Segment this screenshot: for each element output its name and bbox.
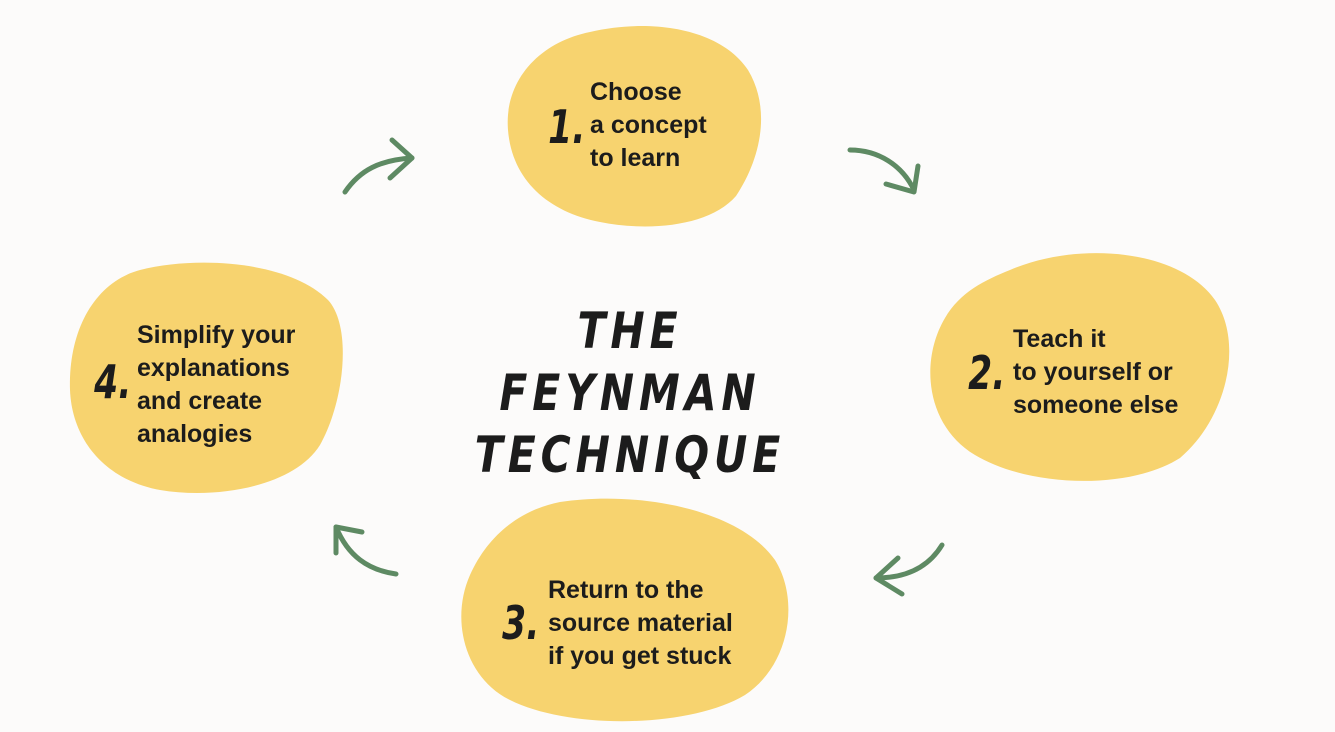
diagram-title: THE FEYNMAN TECHNIQUE xyxy=(466,300,794,486)
step-1-text: Choose a concept to learn xyxy=(590,76,707,175)
arrow-4-to-1 xyxy=(342,137,415,195)
step-4-text: Simplify your explanations and create an… xyxy=(137,319,295,451)
step-3-blob xyxy=(461,498,789,722)
arrow-2-to-3 xyxy=(873,542,945,597)
step-2-blob xyxy=(930,253,1230,481)
step-4-line-4: analogies xyxy=(137,420,253,448)
step-1-line-2: a concept xyxy=(590,111,707,139)
step-3-line-3: if you get stuck xyxy=(548,642,732,670)
step-4-line-1: Simplify your xyxy=(137,321,296,349)
step-1-number: 1. xyxy=(548,100,586,154)
step-4-line-2: explanations xyxy=(137,354,290,382)
arrow-1-to-2 xyxy=(847,147,921,195)
step-2-line-1: Teach it xyxy=(1013,325,1106,353)
step-3-number: 3. xyxy=(502,596,540,650)
step-4-line-3: and create xyxy=(137,387,263,415)
step-3-line-2: source material xyxy=(548,609,733,637)
step-1-line-1: Choose xyxy=(590,78,682,106)
step-4-blob xyxy=(69,262,343,493)
step-1-line-3: to learn xyxy=(590,144,681,172)
title-line-2: TECHNIQUE xyxy=(474,426,786,484)
title-line-1: THE FEYNMAN xyxy=(499,302,761,422)
step-3-line-1: Return to the xyxy=(548,576,704,604)
step-1-blob xyxy=(507,26,762,227)
arrow-3-to-4 xyxy=(333,524,399,577)
step-2-line-2: to yourself or xyxy=(1013,358,1173,386)
step-2-text: Teach it to yourself or someone else xyxy=(1013,323,1178,422)
step-4-number: 4. xyxy=(94,355,132,409)
step-2-number: 2. xyxy=(968,346,1006,400)
step-3-text: Return to the source material if you get… xyxy=(548,574,733,673)
step-2-line-3: someone else xyxy=(1013,391,1179,419)
